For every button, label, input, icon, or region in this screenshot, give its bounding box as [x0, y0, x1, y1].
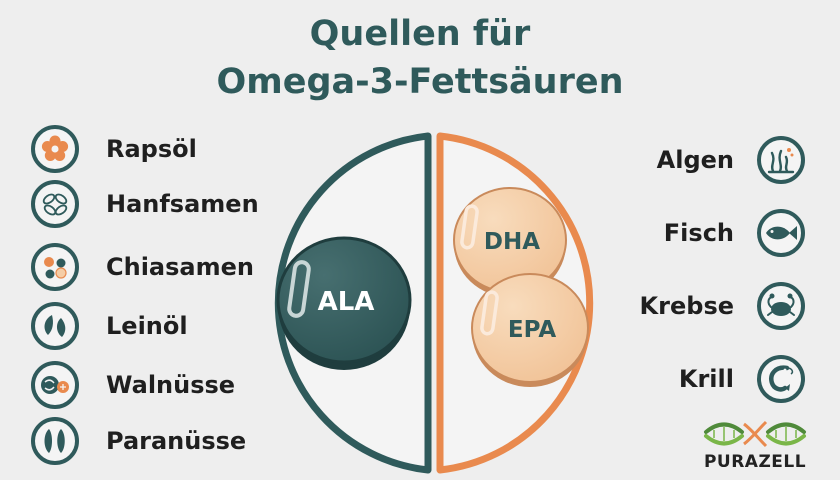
purazell-logo: PURAZELL	[700, 418, 810, 476]
source-label: Walnüsse	[106, 371, 236, 399]
fish-icon	[756, 208, 806, 258]
source-item-krill: Krill	[556, 354, 806, 404]
logo-text: PURAZELL	[703, 452, 807, 472]
ala-label: ALA	[318, 287, 375, 317]
dha-label: DHA	[484, 229, 540, 255]
source-item-algen: Algen	[556, 135, 806, 185]
ala-capsule: ALA	[276, 236, 412, 370]
source-label: Rapsöl	[106, 135, 197, 163]
source-label: Fisch	[663, 219, 734, 247]
epa-capsule: EPA	[471, 273, 589, 387]
shrimp-icon	[756, 354, 806, 404]
source-label: Krebse	[639, 292, 734, 320]
crab-icon	[756, 281, 806, 331]
source-item-leinoel: Leinöl	[30, 301, 290, 351]
source-item-paranuesse: Paranüsse	[30, 416, 290, 466]
source-item-walnuesse: Walnüsse	[30, 360, 290, 410]
source-item-rapsoel: Rapsöl	[30, 124, 290, 174]
source-label: Leinöl	[106, 312, 188, 340]
source-label: Paranüsse	[106, 427, 247, 455]
source-label: Hanfsamen	[106, 190, 259, 218]
source-item-krebse: Krebse	[556, 281, 806, 331]
brazil-nut-icon	[30, 416, 80, 466]
source-label: Krill	[678, 365, 734, 393]
flax-seeds-icon	[30, 301, 80, 351]
epa-label: EPA	[508, 317, 556, 343]
flower-icon	[30, 124, 80, 174]
source-label: Chiasamen	[106, 253, 254, 281]
dna-leaf-icon	[704, 420, 806, 448]
page-title-line-1: Quellen für	[309, 14, 531, 54]
chia-seeds-icon	[30, 242, 80, 292]
source-item-chiasamen: Chiasamen	[30, 242, 290, 292]
walnut-icon	[30, 360, 80, 410]
page-title-line-2: Omega-3-Fettsäuren	[216, 62, 624, 102]
source-label: Algen	[656, 146, 734, 174]
dha-capsule: DHA	[453, 187, 567, 297]
source-item-fisch: Fisch	[556, 208, 806, 258]
source-item-hanfsamen: Hanfsamen	[30, 179, 290, 229]
algae-icon	[756, 135, 806, 185]
hemp-seeds-icon	[30, 179, 80, 229]
